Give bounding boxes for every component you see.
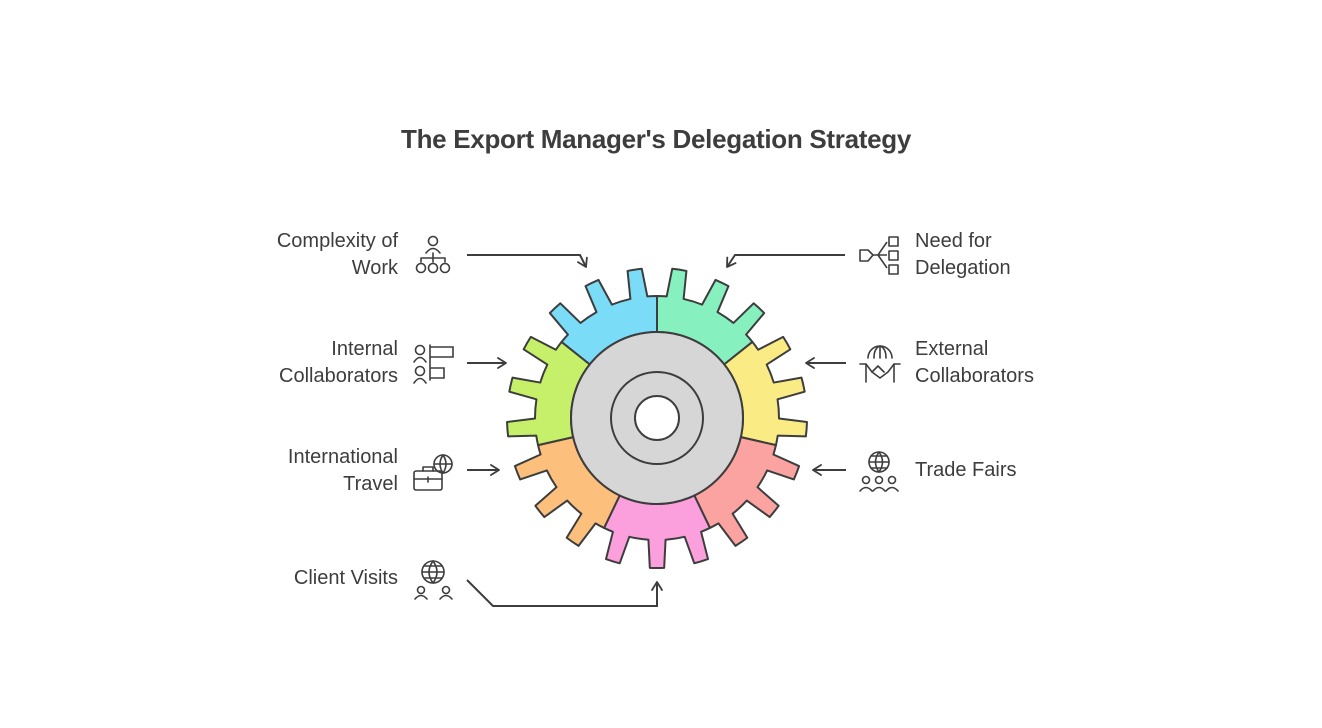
label-travel-line1: International (287, 446, 398, 468)
arrow-need (726, 254, 845, 268)
handshake-globe-icon (859, 345, 901, 383)
gear-segments (506, 267, 808, 570)
arrow-visits (466, 579, 663, 607)
label-complexity: Complexity of Work (277, 228, 398, 282)
label-fairs-line1: Trade Fairs (915, 459, 1017, 481)
label-internal: Internal Collaborators (279, 336, 398, 390)
label-travel-line2: Travel (343, 473, 398, 495)
label-need: Need for Delegation (915, 228, 1011, 282)
delegation-flow-icon (859, 236, 899, 275)
label-complexity-line2: Work (351, 257, 398, 279)
globe-clients-icon (414, 560, 453, 600)
globe-people-icon (859, 451, 899, 492)
gear-center-hole (634, 395, 680, 441)
label-internal-line1: Internal (331, 338, 398, 360)
gear-segment-visits (603, 494, 711, 570)
org-chart-icon (415, 235, 451, 274)
label-visits: Client Visits (294, 565, 398, 592)
diagram-title: The Export Manager's Delegation Strategy (401, 124, 911, 154)
team-board-icon (413, 344, 454, 384)
label-complexity-line1: Complexity of (276, 230, 398, 252)
label-visits-line1: Client Visits (293, 567, 398, 589)
arrow-complexity (467, 254, 588, 268)
label-need-line1: Need for (915, 230, 992, 252)
label-external: External Collaborators (915, 336, 1034, 390)
label-travel: International Travel (288, 444, 398, 498)
label-need-line2: Delegation (915, 257, 1011, 279)
label-internal-line2: Collaborators (279, 365, 398, 387)
label-external-line2: Collaborators (915, 365, 1034, 387)
briefcase-globe-icon (413, 454, 453, 491)
label-external-line1: External (915, 338, 989, 360)
label-fairs: Trade Fairs (915, 457, 1017, 484)
